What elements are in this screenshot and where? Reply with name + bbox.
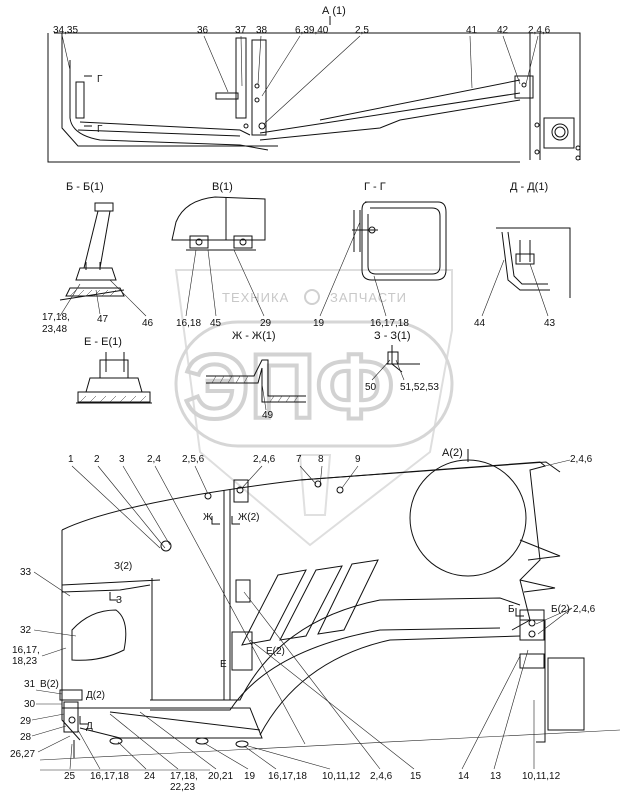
callout-main-left-2: 32 bbox=[20, 625, 32, 636]
callout-main-bottom-9: 10,11,12 bbox=[322, 771, 361, 782]
callout-main-6: 2,4,6 bbox=[253, 454, 276, 465]
callout-dd-2: 43 bbox=[544, 318, 556, 329]
callout-main-bottom-8: 16,17,18 bbox=[268, 771, 307, 782]
watermark-logo: ЭПФ bbox=[184, 336, 394, 438]
mark-b2: Б(2) bbox=[551, 604, 570, 615]
view-zz: З - З(1) 50 51,52,53 bbox=[365, 330, 439, 393]
view-ee-title: Е - Е(1) bbox=[84, 336, 122, 348]
view-bb-title: Б - Б(1) bbox=[66, 181, 104, 193]
mark-z2: З(2) bbox=[114, 561, 132, 572]
callout-main-2: 2 bbox=[94, 454, 100, 465]
callout-main-9: 9 bbox=[355, 454, 361, 465]
callout-main-bottom-10: 2,4,6 bbox=[370, 771, 393, 782]
callout-bb-3: 47 bbox=[97, 314, 109, 325]
mark-e2: Е(2) bbox=[266, 646, 285, 657]
callout-main-left-9: 26,27 bbox=[10, 749, 35, 760]
mark-e: Е bbox=[220, 659, 227, 670]
view-zhzh-title: Ж - Ж(1) bbox=[232, 330, 276, 342]
watermark: ТЕХНИКА ЗАПЧАСТИ ЭПФ bbox=[174, 269, 454, 547]
callout-v1-3: 29 bbox=[260, 318, 272, 329]
mark-v2: В(2) bbox=[40, 679, 59, 690]
callout-main-bottom-4: 17,18, bbox=[170, 771, 198, 782]
view-v1: В(1) 16,18 45 29 bbox=[171, 181, 272, 329]
view-bb: Б - Б(1) 17,18, 23,48 47 46 bbox=[42, 181, 154, 335]
callout-main-bottom-14: 10,11,12 bbox=[522, 771, 561, 782]
callout-top-7: 41 bbox=[466, 25, 478, 36]
view-dd-title: Д - Д(1) bbox=[510, 181, 548, 193]
view-v1-title: В(1) bbox=[212, 181, 233, 193]
view-top: А (1) 34,35 bbox=[47, 5, 581, 163]
callout-main-left-4: 18,23 bbox=[12, 656, 37, 667]
section-mark-g1: Г bbox=[97, 74, 103, 85]
callout-top-3: 37 bbox=[235, 25, 247, 36]
mark-d2: Д(2) bbox=[86, 690, 105, 701]
callout-main-bottom-5: 22,23 bbox=[170, 782, 195, 793]
mark-zh2: Ж(2) bbox=[238, 512, 259, 523]
mark-d: Д bbox=[86, 721, 93, 732]
mark-z: З bbox=[116, 595, 122, 606]
view-main-title: А(2) bbox=[442, 447, 463, 459]
callout-main-bottom-2: 16,17,18 bbox=[90, 771, 129, 782]
section-mark-g2: Г bbox=[97, 124, 103, 135]
callout-main-bottom-11: 15 bbox=[410, 771, 422, 782]
callout-main-10: 2,4,6 bbox=[570, 454, 593, 465]
callout-main-7: 7 bbox=[296, 454, 302, 465]
callout-bb-2: 23,48 bbox=[42, 324, 67, 335]
view-zhzh: Ж - Ж(1) 49 bbox=[206, 330, 306, 421]
callout-bb-4: 46 bbox=[142, 318, 154, 329]
mark-zh: Ж bbox=[203, 512, 213, 523]
callout-top-1: 34,35 bbox=[53, 25, 78, 36]
callout-main-4: 2,4 bbox=[147, 454, 161, 465]
callout-main-left-7: 29 bbox=[20, 716, 32, 727]
callout-main-8: 8 bbox=[318, 454, 324, 465]
callout-main-bottom-7: 19 bbox=[244, 771, 256, 782]
callout-gg-1: 16,17,18 bbox=[370, 318, 409, 329]
view-ee: Е - Е(1) bbox=[76, 336, 152, 404]
callout-v1-1: 16,18 bbox=[176, 318, 201, 329]
callout-main-left-1: 33 bbox=[20, 567, 32, 578]
callout-top-4: 38 bbox=[256, 25, 268, 36]
callout-main-1: 1 bbox=[68, 454, 74, 465]
callout-top-8: 42 bbox=[497, 25, 509, 36]
callout-top-2: 36 bbox=[197, 25, 209, 36]
callout-main-bottom-13: 13 bbox=[490, 771, 502, 782]
callout-main-bottom-12: 14 bbox=[458, 771, 470, 782]
callout-top-5: 6,39,40 bbox=[295, 25, 329, 36]
callout-zhzh-1: 49 bbox=[262, 410, 274, 421]
callout-main-right-1: 2,4,6 bbox=[573, 604, 596, 615]
callout-main-left-8: 28 bbox=[20, 732, 32, 743]
view-dd: Д - Д(1) 44 43 bbox=[474, 181, 571, 329]
view-zz-title: З - З(1) bbox=[374, 330, 411, 342]
callout-top-6: 2,5 bbox=[355, 25, 369, 36]
callout-zz-2: 51,52,53 bbox=[400, 382, 439, 393]
callout-gg-2: 19 bbox=[313, 318, 325, 329]
watermark-brand-text2: ЗАПЧАСТИ bbox=[330, 290, 407, 305]
callout-main-5: 2,5,6 bbox=[182, 454, 205, 465]
watermark-brand-text: ТЕХНИКА bbox=[222, 290, 289, 305]
view-main: А(2) bbox=[10, 447, 621, 793]
callout-main-left-3: 16,17, bbox=[12, 645, 40, 656]
callout-main-3: 3 bbox=[119, 454, 125, 465]
callout-bb-1: 17,18, bbox=[42, 312, 70, 323]
callout-top-9: 2,4,6 bbox=[528, 25, 551, 36]
callout-zz-1: 50 bbox=[365, 382, 377, 393]
callout-v1-2: 45 bbox=[210, 318, 222, 329]
callout-main-bottom-1: 25 bbox=[64, 771, 76, 782]
callout-main-left-5: 31 bbox=[24, 679, 36, 690]
callout-dd-1: 44 bbox=[474, 318, 486, 329]
view-gg: Г - Г 16,17,18 19 bbox=[313, 181, 447, 329]
mark-b: Б bbox=[508, 604, 515, 615]
callout-main-left-6: 30 bbox=[24, 699, 36, 710]
callout-main-bottom-6: 20,21 bbox=[208, 771, 233, 782]
view-top-title: А (1) bbox=[322, 5, 346, 17]
callout-main-bottom-3: 24 bbox=[144, 771, 156, 782]
gear-icon bbox=[304, 289, 320, 305]
view-gg-title: Г - Г bbox=[364, 181, 386, 193]
